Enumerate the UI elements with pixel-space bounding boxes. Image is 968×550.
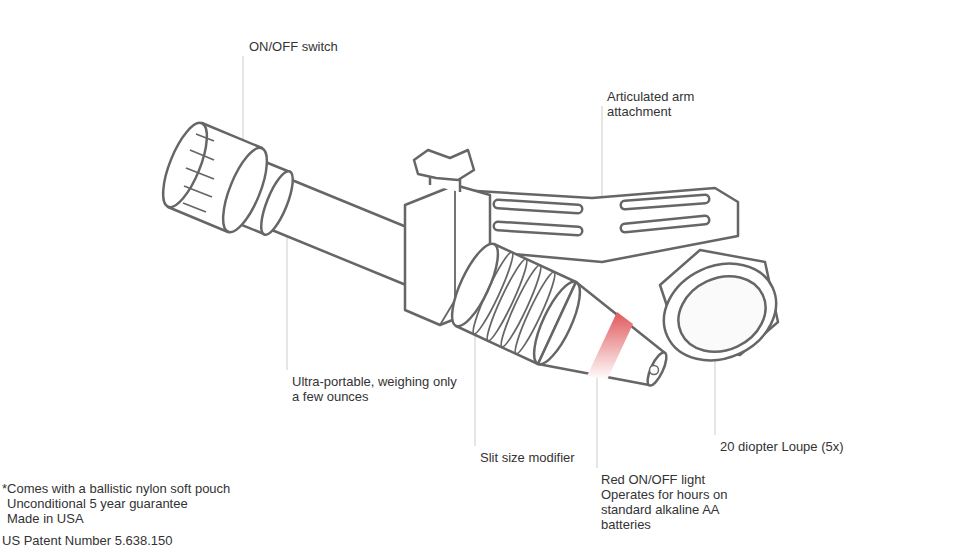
part-label: Red ON/OFF light: [601, 472, 751, 487]
footnote: Made in USA: [7, 511, 307, 526]
part-label: Slit size modifier: [480, 450, 630, 465]
part-label: ON/OFF switch: [249, 39, 409, 54]
feature-note: Ultra-portable, weighing only a few ounc…: [292, 374, 467, 404]
feature-note: Operates for hours on standard alkaline …: [601, 487, 741, 532]
footnote: Unconditional 5 year guarantee: [7, 496, 307, 511]
patent-note: US Patent Number 5.638.150: [2, 533, 302, 548]
footnote: *Comes with a ballistic nylon soft pouch: [2, 481, 322, 496]
part-label: Articulated arm attachment: [607, 89, 727, 119]
device-drawing: [154, 118, 792, 388]
part-label: 20 diopter Loupe (5x): [720, 439, 900, 454]
